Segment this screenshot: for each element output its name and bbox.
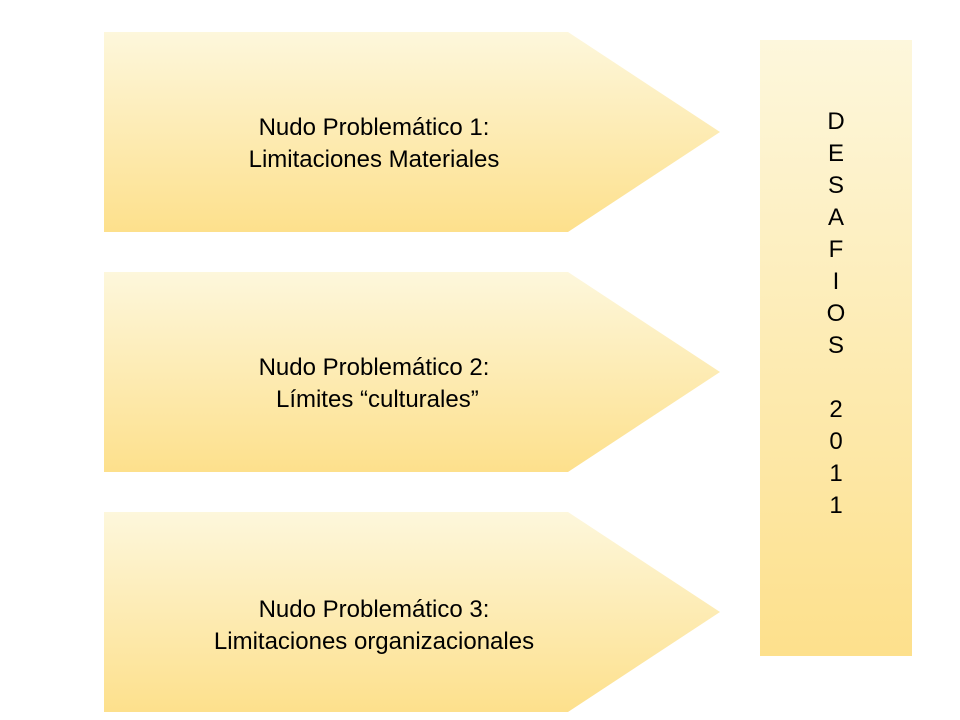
side-digit: 0 xyxy=(829,428,843,455)
side-letter: I xyxy=(832,268,840,295)
side-label: D E S A F I O S 2 0 1 1 xyxy=(760,106,912,522)
side-digit: 1 xyxy=(829,460,843,487)
arrow-shape-3: Nudo Problemático 3: Limitaciones organi… xyxy=(104,512,720,712)
node-3-title: Nudo Problemático 3: xyxy=(258,596,490,623)
arrow-label-3: Nudo Problemático 3: Limitaciones organi… xyxy=(104,512,644,712)
side-letter: S xyxy=(827,172,844,199)
side-gap xyxy=(831,362,841,394)
node-2-title: Nudo Problemático 2: xyxy=(258,354,490,381)
node-3-subtitle: Limitaciones organizacionales xyxy=(213,628,535,655)
side-letter: F xyxy=(828,236,844,263)
side-digit: 1 xyxy=(829,492,843,519)
side-letter: O xyxy=(826,300,846,327)
side-digit: 2 xyxy=(829,396,843,423)
side-letter: S xyxy=(827,332,844,359)
node-2-subtitle: Límites “culturales” xyxy=(269,386,479,413)
side-letter: D xyxy=(827,108,845,135)
node-1-subtitle: Limitaciones Materiales xyxy=(248,146,500,173)
side-letter: E xyxy=(827,140,844,167)
arrow-label-1: Nudo Problemático 1: Limitaciones Materi… xyxy=(104,32,644,232)
arrow-fill xyxy=(104,272,720,472)
side-letter: A xyxy=(827,204,844,231)
arrow-fill xyxy=(104,32,720,232)
node-1-title: Nudo Problemático 1: xyxy=(258,114,490,141)
arrow-fill xyxy=(104,512,720,712)
arrow-shape-1: Nudo Problemático 1: Limitaciones Materi… xyxy=(104,32,720,232)
arrow-label-2: Nudo Problemático 2: Límites “culturales… xyxy=(104,272,644,472)
desafios-side-bar: D E S A F I O S 2 0 1 1 xyxy=(760,40,912,656)
arrow-shape-2: Nudo Problemático 2: Límites “culturales… xyxy=(104,272,720,472)
